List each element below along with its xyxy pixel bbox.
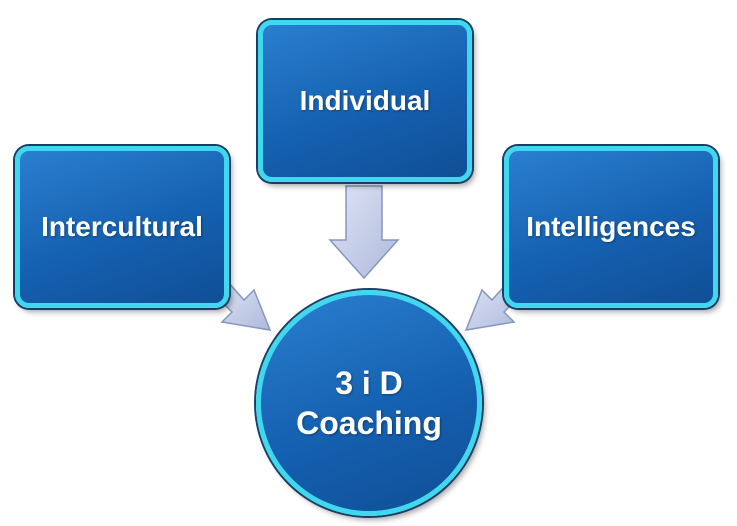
core-label-line2: Coaching [296, 405, 442, 441]
core-label-line1: 3 i D [335, 365, 403, 401]
node-individual-label: Individual [299, 85, 431, 116]
node-intelligences: Intelligences [504, 146, 718, 308]
node-intercultural: Intercultural [15, 146, 229, 308]
node-intelligences-label: Intelligences [526, 211, 696, 242]
arrow-individual-to-core [328, 185, 400, 280]
node-individual: Individual [258, 20, 472, 182]
node-intercultural-label: Intercultural [41, 211, 203, 242]
node-core-circle: 3 i D Coaching [256, 290, 482, 516]
